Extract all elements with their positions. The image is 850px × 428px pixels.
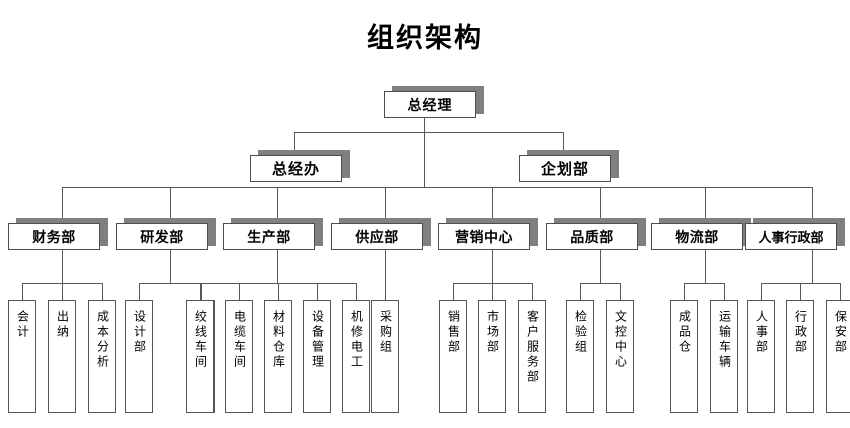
node-equipment-management-label: 设备管理	[310, 310, 325, 370]
connector-drop-logistics	[705, 187, 706, 223]
connector-drop-quality	[600, 187, 601, 223]
connector-production-stem	[277, 250, 278, 283]
node-maintenance-electrician-label: 机修电工	[349, 310, 364, 370]
node-administration-dept[interactable]: 行政部	[786, 300, 814, 413]
node-administration-dept-label: 行政部	[793, 310, 808, 355]
connector-level2-bus	[294, 132, 564, 133]
node-planning-dept[interactable]: 企划部	[519, 155, 611, 182]
connector-finance-child-1	[22, 283, 23, 300]
node-sales-dept-label: 销售部	[446, 310, 461, 355]
connector-marketing-stem	[492, 250, 493, 283]
node-design-dept[interactable]: 设计部	[125, 300, 153, 413]
connector-finance-child-3	[102, 283, 103, 300]
connector-rd-child-2	[201, 283, 202, 300]
connector-logistics-child-2	[724, 283, 725, 300]
connector-drop-supply	[385, 187, 386, 223]
node-finished-goods-warehouse[interactable]: 成品仓	[670, 300, 698, 413]
connector-drop-gmo	[294, 132, 295, 155]
connector-marketing-child-1	[453, 283, 454, 300]
node-security-dept-label: 保安部	[833, 310, 848, 355]
connector-quality-child-1	[580, 283, 581, 300]
node-hr-dept-label: 人事部	[754, 310, 769, 355]
connector-gm-stem	[424, 118, 425, 132]
node-hr-dept[interactable]: 人事部	[747, 300, 775, 413]
node-transport-vehicles[interactable]: 运输车辆	[710, 300, 738, 413]
connector-hr-stem	[812, 250, 813, 283]
node-stranding-workshop-label: 绞线车间	[193, 310, 208, 370]
node-equipment-management[interactable]: 设备管理	[303, 300, 331, 413]
connector-rd-child-1	[139, 283, 140, 300]
node-production-dept[interactable]: 生产部	[223, 223, 315, 250]
node-material-warehouse[interactable]: 材料仓库	[264, 300, 292, 413]
connector-hr-child-2	[800, 283, 801, 300]
node-cable-workshop-label: 电缆车间	[232, 310, 247, 370]
connector-drop-rd	[170, 187, 171, 223]
node-supply-dept[interactable]: 供应部	[331, 223, 423, 250]
node-material-warehouse-label: 材料仓库	[271, 310, 286, 370]
node-finance-dept[interactable]: 财务部	[8, 223, 100, 250]
connector-hr-child-3	[840, 283, 841, 300]
connector-production-child-2	[239, 283, 240, 300]
node-inspection-group-label: 检验组	[573, 310, 588, 355]
connector-quality-child-2	[620, 283, 621, 300]
node-maintenance-electrician[interactable]: 机修电工	[342, 300, 370, 413]
node-inspection-group[interactable]: 检验组	[566, 300, 594, 413]
connector-quality-bus	[580, 283, 620, 284]
connector-production-child-3	[278, 283, 279, 300]
connector-supply-stem	[385, 250, 386, 300]
node-sales-dept[interactable]: 销售部	[439, 300, 467, 413]
node-finished-goods-warehouse-label: 成品仓	[677, 310, 692, 355]
node-procurement-group-label: 采购组	[378, 310, 393, 355]
node-accounting[interactable]: 会计	[8, 300, 36, 413]
node-cable-workshop[interactable]: 电缆车间	[225, 300, 253, 413]
connector-logistics-child-1	[684, 283, 685, 300]
connector-production-child-1	[200, 283, 201, 300]
node-stranding-workshop[interactable]: 绞线车间	[186, 300, 214, 413]
connector-drop-hr	[812, 187, 813, 223]
connector-drop-marketing	[492, 187, 493, 223]
node-logistics-dept[interactable]: 物流部	[651, 223, 743, 250]
node-hr-admin-dept[interactable]: 人事行政部	[745, 223, 837, 250]
node-customer-service-dept[interactable]: 客户服务部	[518, 300, 546, 413]
connector-quality-stem	[600, 250, 601, 283]
connector-rd-bus	[139, 283, 201, 284]
connector-marketing-child-2	[492, 283, 493, 300]
connector-rd-stem	[170, 250, 171, 283]
node-cost-analysis-label: 成本分析	[95, 310, 110, 370]
node-document-control-center[interactable]: 文控中心	[606, 300, 634, 413]
connector-finance-stem	[62, 250, 63, 283]
node-marketing-center[interactable]: 营销中心	[438, 223, 530, 250]
node-transport-vehicles-label: 运输车辆	[717, 310, 732, 370]
page-title: 组织架构	[367, 23, 483, 54]
node-market-dept[interactable]: 市场部	[478, 300, 506, 413]
connector-marketing-child-3	[532, 283, 533, 300]
node-quality-dept[interactable]: 品质部	[546, 223, 638, 250]
node-security-dept[interactable]: 保安部	[826, 300, 850, 413]
connector-drop-finance	[62, 187, 63, 223]
connector-hr-child-1	[761, 283, 762, 300]
node-cashier[interactable]: 出纳	[48, 300, 76, 413]
connector-finance-child-2	[62, 283, 63, 300]
connector-logistics-stem	[705, 250, 706, 283]
connector-level3-bus	[62, 187, 812, 188]
node-gm-office[interactable]: 总经办	[250, 155, 342, 182]
connector-logistics-bus	[684, 283, 724, 284]
node-document-control-center-label: 文控中心	[613, 310, 628, 370]
connector-production-child-4	[317, 283, 318, 300]
node-procurement-group[interactable]: 采购组	[371, 300, 399, 413]
node-market-dept-label: 市场部	[485, 310, 500, 355]
connector-drop-planning	[563, 132, 564, 155]
node-general-manager[interactable]: 总经理	[384, 91, 476, 118]
node-customer-service-dept-label: 客户服务部	[525, 310, 540, 385]
node-design-dept-label: 设计部	[132, 310, 147, 355]
node-accounting-label: 会计	[15, 310, 30, 340]
connector-production-child-5	[356, 283, 357, 300]
connector-gm-to-level3	[424, 132, 425, 187]
node-cost-analysis[interactable]: 成本分析	[88, 300, 116, 413]
node-cashier-label: 出纳	[55, 310, 70, 340]
node-rd-dept[interactable]: 研发部	[116, 223, 208, 250]
connector-drop-production	[277, 187, 278, 223]
